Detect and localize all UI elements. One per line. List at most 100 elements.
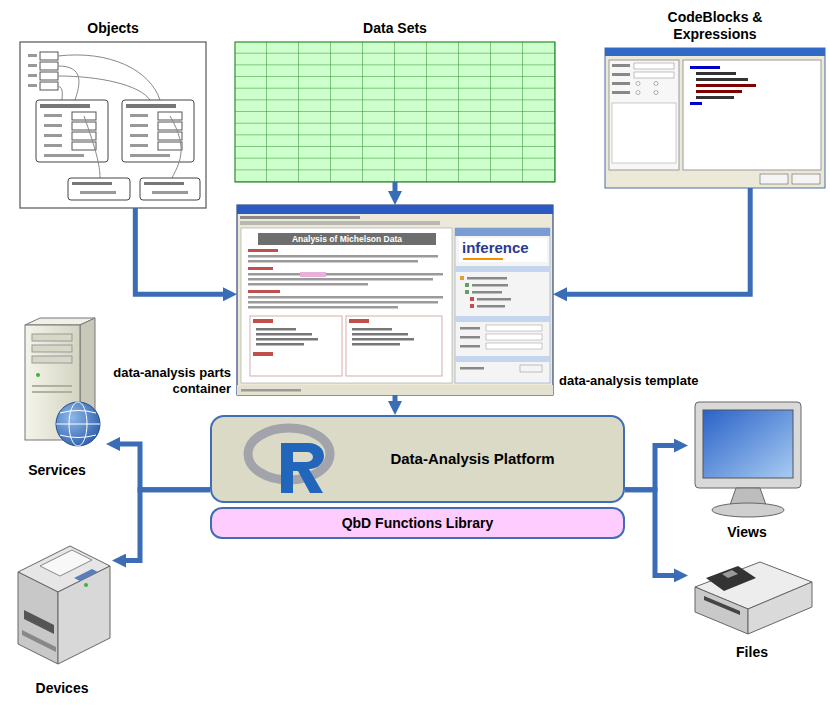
object-diagram-part [158,122,182,130]
codeblock-editor-screenshot [605,48,825,188]
views-icon: Views [688,398,806,520]
word-document-screenshot-part [258,233,436,245]
flow-arrow [625,446,680,490]
word-document-screenshot-part [455,228,550,236]
codeblocks-panel: CodeBlocks & Expressions [605,48,825,188]
codeblock-editor-screenshot-part [696,84,756,87]
server-icon-part [36,373,40,377]
object-diagram-part [44,134,62,137]
flow-arrow [135,208,229,294]
codeblock-editor-screenshot-part [696,72,736,75]
word-document-screenshot-part [248,283,368,286]
drive-icon-part [722,570,738,578]
word-document-screenshot-part [237,385,553,395]
object-diagram-part [44,124,62,127]
flow-arrow [561,188,750,294]
data-grid [235,42,555,182]
codeblock-editor-screenshot-part [612,103,676,163]
word-document-screenshot-part [465,290,469,294]
word-document-screenshot-part [352,338,414,341]
object-diagram-part [40,72,58,80]
printer-icon-part [22,630,56,652]
codeblock-editor-screenshot-part [634,72,674,78]
codeblock-editor-screenshot-part [636,82,640,86]
printer-icon-part [74,569,98,581]
flow-arrow [625,490,680,576]
codeblock-editor-screenshot-part [683,60,821,170]
objects-panel: Objects [20,42,206,208]
object-diagram-part [80,191,116,194]
object-diagram [20,42,206,208]
printer-icon-part [40,550,92,576]
data-sets-grid: Data Sets [235,42,555,182]
word-document-screenshot-part [248,260,418,263]
r-logo [243,421,343,499]
word-document-screenshot-part [455,228,550,383]
word-document-screenshot-part [256,338,318,341]
word-document-screenshot-part [352,328,392,331]
server-icon-part [56,424,100,425]
flow-arrow [120,490,210,561]
word-document-screenshot-part [455,356,550,362]
object-diagram-part [158,142,182,150]
platform-title: Data-Analysis Platform [390,450,554,468]
server-icon-part [32,391,72,393]
side-caption: data-analysis template [559,373,698,389]
panel-heading: CodeBlocks & Expressions [645,9,785,43]
server-icon-part [32,356,72,363]
word-document-screenshot-part [248,255,438,258]
flow-arrow [114,444,210,490]
template-document: data-analysis parts containerdata-analys… [237,205,553,395]
word-document-screenshot-part [240,216,360,219]
object-diagram-part [68,178,130,200]
object-diagram-part [130,154,170,157]
word-document-screenshot-part [486,334,542,340]
word-document-screenshot-part [237,205,553,214]
word-document-screenshot-part [248,267,273,270]
word-document-screenshot-part [256,333,312,336]
icon-caption: Views [668,524,826,541]
object-diagram-part [72,132,96,140]
object-diagram-part [126,104,176,108]
codeblock-editor-screenshot-part [696,90,742,93]
word-document-screenshot-part [477,298,511,301]
server-icon-part [32,334,72,341]
drive-icon-part [706,566,756,591]
drive-icon-part [704,596,740,615]
library-box: QbD Functions Library [210,507,625,539]
data-grid-part [235,42,555,182]
panel-heading: Data Sets [205,20,585,37]
word-document-screenshot-part [352,343,400,346]
object-diagram-part [28,54,37,57]
codeblock-editor-screenshot-part [696,78,748,81]
services-icon: Services [8,318,106,458]
word-document-screenshot-part [349,319,369,323]
document-title: Analysis of Michelson Data [258,233,436,245]
word-document-screenshot-part [248,306,398,309]
object-diagram-part [36,100,108,162]
object-diagram-part [84,116,100,178]
word-document-screenshot-part [237,205,553,395]
object-diagram-part [40,82,58,90]
object-diagram-part [20,42,206,208]
word-document-screenshot-part [352,333,408,336]
word-document-screenshot-part [459,238,547,262]
codeblock-editor-screenshot-part [690,102,702,105]
printer-icon-part [24,610,54,634]
word-document-screenshot-part [241,228,452,383]
word-document-screenshot-part [477,305,505,308]
object-diagram-part [40,62,58,70]
server-icon-part [60,411,96,438]
word-document-screenshot-part [460,327,480,330]
object-diagram-part [130,134,148,137]
product-logo-text: inference [462,239,548,257]
word-document-screenshot-part [455,266,550,272]
monitor-icon-part [695,402,801,488]
object-diagram-part [58,86,62,100]
word-document-screenshot-part [241,389,301,392]
object-diagram-part [28,74,37,77]
